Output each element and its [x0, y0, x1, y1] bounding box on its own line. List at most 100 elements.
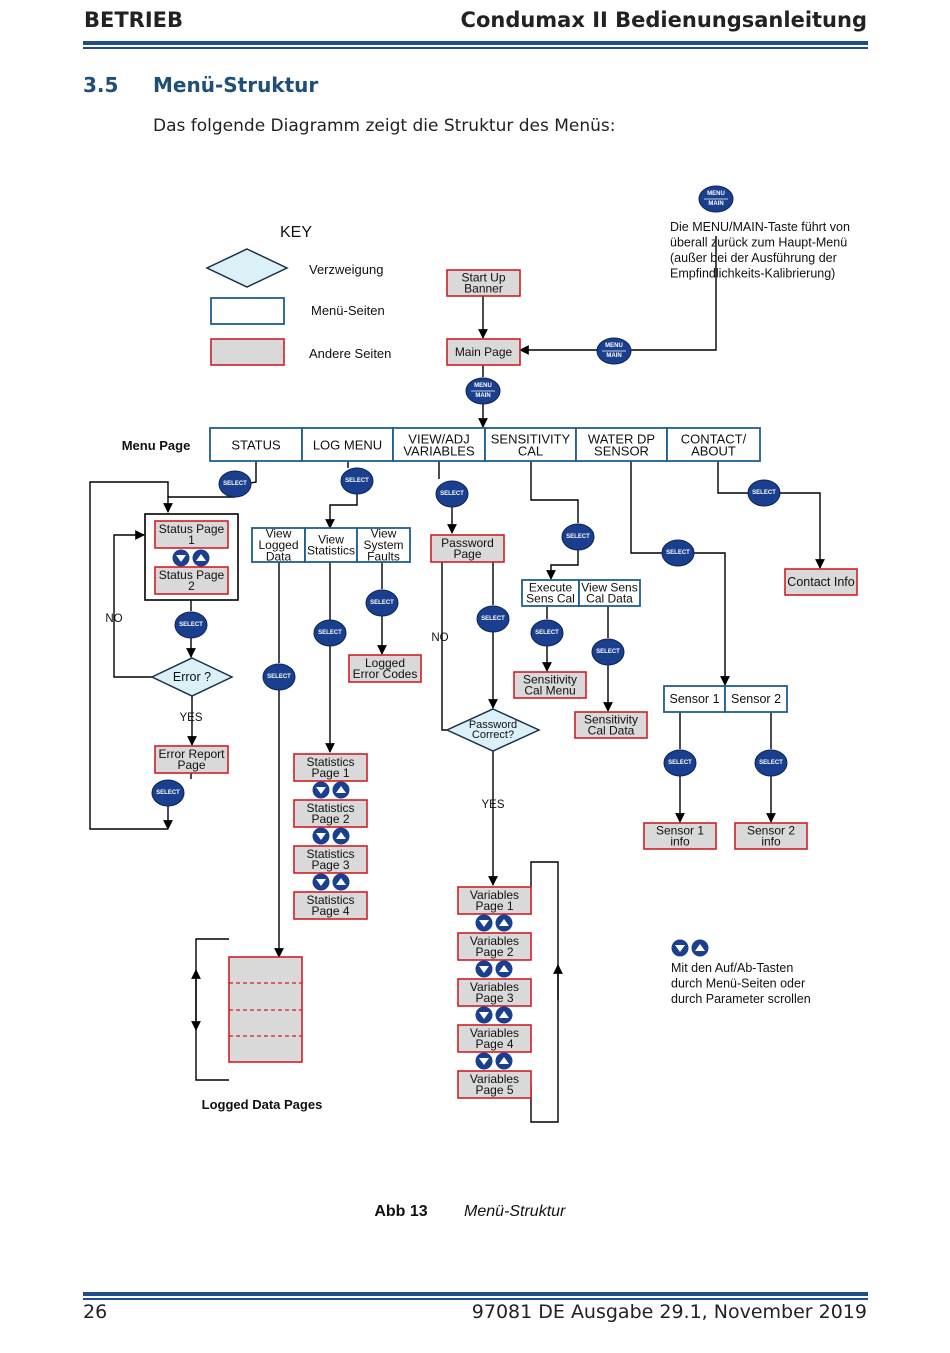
password-decision-diamond	[445, 708, 541, 752]
contact-info-box-label: Contact Info	[787, 575, 854, 589]
menu-tab-1[interactable]	[301, 427, 394, 462]
menu-main-note-line: Die MENU/MAIN-Taste führt von	[670, 220, 850, 234]
up-arrow-icon	[499, 919, 509, 926]
sens-cal-menu-box[interactable]	[513, 671, 587, 699]
error-report-box[interactable]	[154, 745, 229, 774]
up-arrow-icon	[336, 878, 346, 885]
connector-arrow	[546, 550, 579, 580]
main-button-label: MAIN	[606, 353, 621, 359]
select-button-icon	[151, 779, 185, 807]
section-title: Menü-Struktur	[153, 73, 319, 97]
menu-tab-3[interactable]	[484, 427, 577, 462]
logged-error-codes-box[interactable]	[348, 654, 422, 683]
statistics-page-3-box[interactable]	[293, 845, 368, 874]
status-page-1-box[interactable]	[154, 520, 229, 549]
menu-tab-4[interactable]	[575, 427, 668, 462]
view-system-faults-box[interactable]	[356, 527, 411, 563]
variables-page-5-box[interactable]	[457, 1070, 532, 1099]
select-button-label: SELECT	[752, 490, 776, 496]
menu-tab-5[interactable]	[666, 427, 761, 462]
menu-page-label: Menu Page	[122, 438, 191, 453]
startup-banner-box[interactable]	[446, 269, 521, 297]
key-other-box	[210, 338, 285, 366]
menu-tab-2[interactable]	[392, 427, 486, 462]
sensor-1-box-label: Sensor 1	[669, 692, 719, 706]
key-other-label: Andere Seiten	[309, 346, 391, 361]
statistics-page-4-box[interactable]	[293, 891, 368, 920]
view-sens-cal-box[interactable]	[578, 579, 641, 607]
select-button-icon	[747, 479, 781, 507]
header-rule-thin	[83, 47, 868, 49]
variables-page-2-box[interactable]	[457, 932, 532, 961]
diagram-shapes	[144, 185, 858, 1099]
caption-label: Abb 13	[374, 1203, 427, 1220]
up-arrow-icon	[695, 944, 705, 951]
connector-arrow	[163, 496, 235, 513]
main-page-box-label: Main Page	[455, 345, 513, 359]
sens-cal-data-box[interactable]	[574, 711, 648, 739]
select-button-label: SELECT	[179, 622, 203, 628]
select-button-icon	[313, 619, 347, 647]
down-arrow-icon	[479, 1058, 489, 1065]
select-button-label: SELECT	[596, 649, 620, 655]
sensor-2-info-box[interactable]	[734, 822, 808, 850]
menu-tab-0[interactable]	[209, 427, 303, 462]
main-button-label: MAIN	[708, 201, 723, 207]
intro-text: Das folgende Diagramm zeigt die Struktur…	[153, 116, 616, 136]
select-button-icon	[340, 467, 374, 495]
menu-tab-1-label: LOG MENU	[313, 437, 382, 452]
sensor-1-info-box[interactable]	[643, 822, 717, 850]
error-decision-diamond	[150, 657, 234, 697]
main-page-box[interactable]	[446, 338, 521, 366]
up-arrow-icon	[499, 1057, 509, 1064]
variables-page-1-box[interactable]	[457, 886, 532, 915]
key-branch-label: Verzweigung	[309, 262, 383, 277]
main-button-label: MAIN	[475, 393, 490, 399]
caption-title: Menü-Struktur	[464, 1203, 566, 1220]
statistics-page-1-box[interactable]	[293, 753, 368, 782]
variables-page-4-box[interactable]	[457, 1024, 532, 1053]
select-button-icon	[218, 470, 252, 498]
connector-arrow	[631, 236, 717, 351]
connector-arrow	[325, 494, 358, 529]
select-button-label: SELECT	[223, 481, 247, 487]
down-arrow-icon	[479, 966, 489, 973]
key-menu-label: Menü-Seiten	[311, 303, 385, 318]
down-arrow-icon	[479, 1012, 489, 1019]
header-rule	[83, 41, 868, 45]
status-page-2-box[interactable]	[154, 566, 229, 595]
sensor-2-box[interactable]	[724, 685, 788, 713]
password-page-box[interactable]	[430, 534, 505, 563]
section-number: 3.5	[83, 73, 119, 97]
logged-data-pages-label: Logged Data Pages	[202, 1097, 323, 1112]
contact-info-box[interactable]	[784, 568, 858, 596]
menu-tab-0-label: STATUS	[231, 437, 281, 452]
statistics-page-2-box[interactable]	[293, 799, 368, 828]
updown-note-line: Mit den Auf/Ab-Tasten	[671, 961, 793, 975]
menu-tab-5-label: CONTACT/ABOUT	[681, 431, 747, 458]
connector-arrow	[530, 861, 559, 1123]
variables-page-3-box[interactable]	[457, 978, 532, 1007]
up-arrow-icon	[499, 1011, 509, 1018]
view-logged-data-box[interactable]	[251, 527, 306, 563]
connector-arrow	[717, 461, 748, 494]
down-arrow-icon	[479, 920, 489, 927]
select-button-icon	[663, 749, 697, 777]
down-arrow-icon	[316, 833, 326, 840]
select-button-icon	[530, 619, 564, 647]
